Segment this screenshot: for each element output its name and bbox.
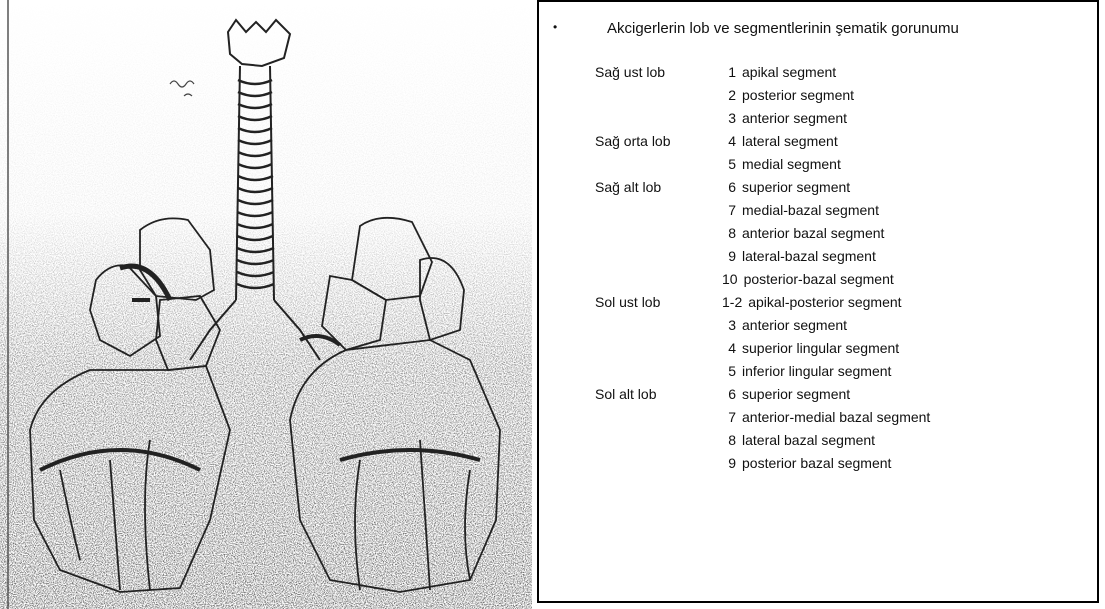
- lobe-label: Sağ orta lob: [595, 133, 671, 149]
- segment-number: 6: [722, 386, 736, 402]
- segment-name: inferior lingular segment: [742, 363, 891, 379]
- segment-number: 9: [722, 248, 736, 264]
- segment-number: 1-2: [722, 294, 742, 310]
- segment-name: medial segment: [742, 156, 841, 172]
- segment-number: 2: [722, 87, 736, 103]
- segment-name: anterior segment: [742, 110, 847, 126]
- segment-name: superior segment: [742, 386, 850, 402]
- segment-row: 3 anterior segment: [539, 110, 1097, 133]
- segment-name: lateral bazal segment: [742, 432, 875, 448]
- segment-number: 10: [722, 271, 738, 287]
- segment-number: 1: [722, 64, 736, 80]
- lung-sketch-image: [0, 0, 532, 609]
- lobe-label: Sol alt lob: [595, 386, 656, 402]
- segment-entry: 7 anterior-medial bazal segment: [722, 409, 930, 425]
- segment-entry: 4 superior lingular segment: [722, 340, 899, 356]
- segment-name: posterior-bazal segment: [744, 271, 894, 287]
- segment-entry: 2 posterior segment: [722, 87, 854, 103]
- segment-entry: 3 anterior segment: [722, 317, 847, 333]
- lobe-label: Sağ alt lob: [595, 179, 661, 195]
- segment-entry: 6 superior segment: [722, 179, 850, 195]
- segment-row: 5 medial segment: [539, 156, 1097, 179]
- segment-row: 7 anterior-medial bazal segment: [539, 409, 1097, 432]
- panel-title: Akcigerlerin lob ve segmentlerinin şemat…: [607, 20, 959, 37]
- segment-entry: 1-2 apikal-posterior segment: [722, 294, 902, 310]
- segment-number: 8: [722, 432, 736, 448]
- lung-sketch-drawing: [0, 0, 532, 609]
- lobe-label: Sağ ust lob: [595, 64, 665, 80]
- segment-name: anterior segment: [742, 317, 847, 333]
- segment-row: 8 lateral bazal segment: [539, 432, 1097, 455]
- segment-entry: 9 posterior bazal segment: [722, 455, 891, 471]
- segment-row: 8 anterior bazal segment: [539, 225, 1097, 248]
- segment-row: 3 anterior segment: [539, 317, 1097, 340]
- segment-entry: 6 superior segment: [722, 386, 850, 402]
- segment-name: anterior-medial bazal segment: [742, 409, 930, 425]
- segment-name: superior lingular segment: [742, 340, 899, 356]
- segment-entry: 8 lateral bazal segment: [722, 432, 875, 448]
- segment-name: posterior segment: [742, 87, 854, 103]
- segment-number: 4: [722, 340, 736, 356]
- segment-row: 9 posterior bazal segment: [539, 455, 1097, 478]
- segment-entry: 8 anterior bazal segment: [722, 225, 884, 241]
- segment-entry: 5 medial segment: [722, 156, 841, 172]
- segment-row: 10 posterior-bazal segment: [539, 271, 1097, 294]
- segment-number: 5: [722, 156, 736, 172]
- segment-number: 3: [722, 110, 736, 126]
- segment-number: 9: [722, 455, 736, 471]
- lobe-segment-panel: •Akcigerlerin lob ve segmentlerinin şema…: [537, 0, 1099, 603]
- panel-title-row: •Akcigerlerin lob ve segmentlerinin şema…: [553, 20, 959, 37]
- segment-row: 5 inferior lingular segment: [539, 363, 1097, 386]
- segment-name: lateral segment: [742, 133, 838, 149]
- segment-number: 4: [722, 133, 736, 149]
- segment-row: 4 superior lingular segment: [539, 340, 1097, 363]
- segment-entry: 5 inferior lingular segment: [722, 363, 891, 379]
- segment-name: superior segment: [742, 179, 850, 195]
- segment-entry: 3 anterior segment: [722, 110, 847, 126]
- segment-number: 3: [722, 317, 736, 333]
- segment-row: Sağ orta lob 4 lateral segment: [539, 133, 1097, 156]
- title-bullet-icon: •: [553, 20, 607, 34]
- segment-row: Sağ alt lob 6 superior segment: [539, 179, 1097, 202]
- segment-entry: 4 lateral segment: [722, 133, 838, 149]
- segment-name: apikal segment: [742, 64, 836, 80]
- segment-entry: 10 posterior-bazal segment: [722, 271, 894, 287]
- segment-number: 6: [722, 179, 736, 195]
- segment-row: Sol ust lob 1-2 apikal-posterior segment: [539, 294, 1097, 317]
- segment-name: medial-bazal segment: [742, 202, 879, 218]
- segment-number: 7: [722, 202, 736, 218]
- segment-entry: 1 apikal segment: [722, 64, 836, 80]
- lobe-label: Sol ust lob: [595, 294, 660, 310]
- segment-name: lateral-bazal segment: [742, 248, 876, 264]
- segment-list: Sağ ust lob 1 apikal segment 2 posterior seg…: [539, 64, 1097, 478]
- segment-entry: 7 medial-bazal segment: [722, 202, 879, 218]
- segment-row: Sağ ust lob 1 apikal segment: [539, 64, 1097, 87]
- segment-row: 2 posterior segment: [539, 87, 1097, 110]
- segment-number: 8: [722, 225, 736, 241]
- segment-number: 7: [722, 409, 736, 425]
- segment-row: 9 lateral-bazal segment: [539, 248, 1097, 271]
- segment-number: 5: [722, 363, 736, 379]
- segment-name: posterior bazal segment: [742, 455, 891, 471]
- segment-row: Sol alt lob 6 superior segment: [539, 386, 1097, 409]
- segment-name: anterior bazal segment: [742, 225, 884, 241]
- segment-entry: 9 lateral-bazal segment: [722, 248, 876, 264]
- segment-row: 7 medial-bazal segment: [539, 202, 1097, 225]
- segment-name: apikal-posterior segment: [748, 294, 901, 310]
